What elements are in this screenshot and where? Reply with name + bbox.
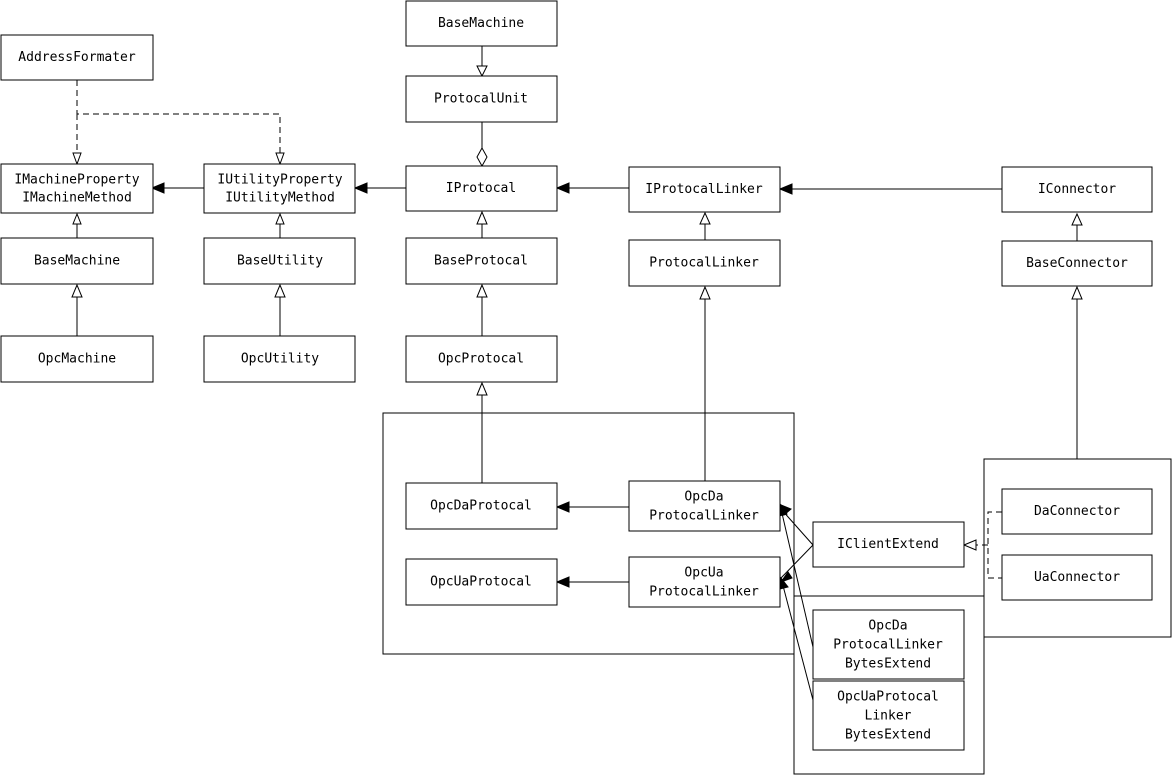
class-base-connector: BaseConnector (1001, 240, 1153, 287)
class-opc-machine: OpcMachine (0, 335, 154, 383)
class-iutility: IUtilityProperty IUtilityMethod (203, 163, 356, 214)
class-iprotocal: IProtocal (405, 165, 558, 212)
class-opc-ua-protocal: OpcUaProtocal (405, 558, 558, 606)
class-base-machine-top: BaseMachine (405, 0, 558, 47)
class-iconnector: IConnector (1001, 166, 1153, 213)
class-opc-ua-protocal-linker: OpcUa ProtocalLinker (628, 556, 781, 608)
class-label: OpcUtility (241, 352, 319, 367)
class-base-utility: BaseUtility (203, 237, 356, 285)
class-label: ProtocalUnit (434, 92, 528, 107)
class-iclient-extend: IClientExtend (812, 521, 965, 568)
class-opc-ua-protocal-linker-bytes-extend: OpcUaProtocal Linker BytesExtend (812, 680, 965, 751)
class-label-line-2: ProtocalLinker (649, 585, 759, 600)
class-label: UaConnector (1034, 570, 1120, 585)
class-label: OpcDaProtocal (430, 499, 532, 514)
class-opc-utility: OpcUtility (203, 335, 356, 383)
class-label-line-2: IMachineMethod (22, 191, 132, 206)
class-imachine: IMachineProperty IMachineMethod (0, 163, 154, 214)
class-label: IClientExtend (837, 537, 939, 552)
class-protocal-linker: ProtocalLinker (628, 239, 781, 287)
class-base-protocal: BaseProtocal (405, 237, 558, 285)
class-address-formater: AddressFormater (0, 34, 154, 81)
class-label: DaConnector (1034, 504, 1120, 519)
class-label-line-2: Linker (865, 709, 912, 724)
bytes-extend-group-frame (793, 595, 985, 775)
class-label-line-2: ProtocalLinker (649, 509, 759, 524)
class-label: BaseUtility (237, 254, 323, 269)
class-label-line-2: ProtocalLinker (833, 638, 943, 653)
connector-group-frame (983, 458, 1172, 638)
class-base-machine: BaseMachine (0, 237, 154, 285)
class-label: IConnector (1038, 182, 1116, 197)
class-label-line-1: OpcUaProtocal (837, 690, 939, 705)
class-label-line-1: IUtilityProperty (217, 173, 342, 188)
class-label: BaseMachine (438, 16, 524, 31)
arrowheads (71, 65, 1083, 590)
class-label: OpcMachine (38, 352, 116, 367)
class-label-line-1: OpcDa (868, 619, 907, 634)
opc-protocal-group-frame (382, 412, 795, 655)
class-iprotocal-linker: IProtocalLinker (628, 166, 781, 213)
class-label: OpcUaProtocal (430, 575, 532, 590)
class-label-line-1: OpcUa (684, 566, 723, 581)
class-opc-da-protocal-linker: OpcDa ProtocalLinker (628, 480, 781, 532)
class-label: IProtocal (446, 181, 516, 196)
class-label: ProtocalLinker (649, 256, 759, 271)
class-label-line-1: OpcDa (684, 490, 723, 505)
class-protocal-unit: ProtocalUnit (405, 75, 558, 123)
class-ua-connector: UaConnector (1001, 554, 1153, 601)
class-opc-protocal: OpcProtocal (405, 335, 558, 383)
class-label-line-3: BytesExtend (845, 657, 931, 672)
class-opc-da-protocal: OpcDaProtocal (405, 482, 558, 530)
class-opc-da-protocal-linker-bytes-extend: OpcDa ProtocalLinker BytesExtend (812, 609, 965, 680)
class-label-line-2: IUtilityMethod (225, 191, 335, 206)
class-label: BaseConnector (1026, 256, 1128, 271)
connector-lines (76, 46, 1078, 701)
class-label-line-3: BytesExtend (845, 728, 931, 743)
class-da-connector: DaConnector (1001, 488, 1153, 535)
class-label: BaseProtocal (434, 254, 528, 269)
class-label: OpcProtocal (438, 352, 524, 367)
class-label: IProtocalLinker (645, 182, 763, 197)
class-label: AddressFormater (18, 50, 136, 65)
class-label-line-1: IMachineProperty (14, 173, 139, 188)
class-label: BaseMachine (34, 254, 120, 269)
